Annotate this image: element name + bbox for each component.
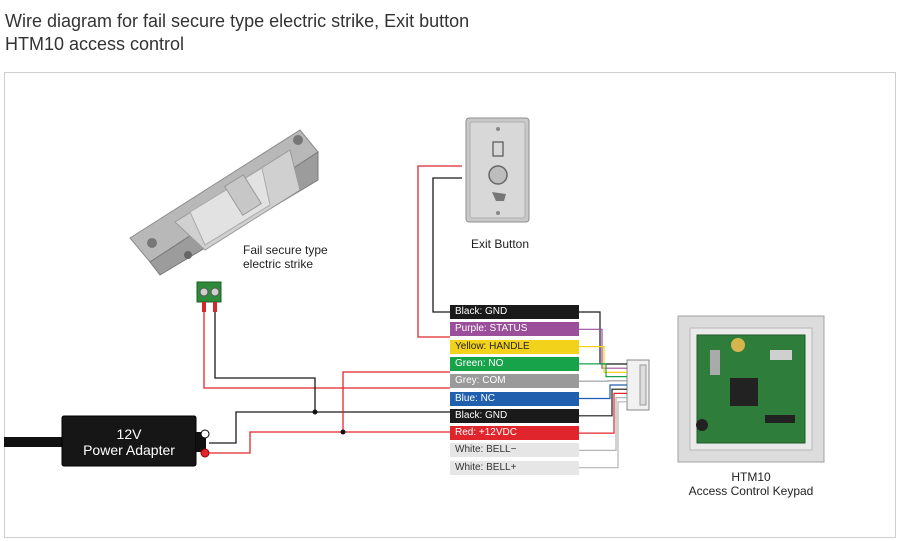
- wire-line: [579, 363, 627, 378]
- strike-label-line-1: Fail secure type: [243, 243, 328, 257]
- wire-line: [579, 397, 627, 451]
- wire-label: White: BELL+: [450, 460, 579, 475]
- adapter-label-line-2: Power Adapter: [83, 442, 175, 458]
- diagram-title: Wire diagram for fail secure type electr…: [5, 10, 469, 56]
- wire-junction-dot: [312, 409, 318, 415]
- adapter-to-com-wire: [342, 371, 450, 432]
- exit-button-wire-red: [417, 165, 462, 338]
- wire-label: Purple: STATUS: [450, 322, 579, 337]
- wire-label: Blue: NC: [450, 391, 579, 406]
- diagram-frame: [4, 72, 896, 538]
- wires-group: [203, 165, 627, 469]
- wire-label: Yellow: HANDLE: [450, 339, 579, 354]
- keypad-image: [677, 315, 825, 463]
- electric-strike-image: [129, 129, 319, 276]
- strike-label-line-2: electric strike: [243, 257, 314, 271]
- adapter-wire-red: [209, 431, 450, 454]
- wire-junction-dot: [340, 429, 346, 435]
- wire-label: Black: GND: [450, 305, 579, 319]
- strike-wire-black: [214, 312, 450, 413]
- keypad-label-line-1: HTM10: [731, 470, 771, 484]
- wire-line: [579, 328, 627, 369]
- power-adapter-image: [4, 415, 210, 467]
- wire-label: Black: GND: [450, 408, 579, 423]
- exit-button-image: [465, 117, 530, 223]
- wire-label: White: BELL−: [450, 443, 579, 458]
- title-line-1: Wire diagram for fail secure type electr…: [5, 11, 470, 31]
- wire-label: Grey: COM: [450, 374, 579, 389]
- wire-line: [579, 401, 627, 469]
- adapter-wire-black: [209, 411, 315, 444]
- wire-line: [579, 388, 627, 417]
- title-line-2: HTM10 access control: [5, 34, 185, 54]
- strike-wire-red: [203, 312, 450, 389]
- wire-label: Green: NO: [450, 356, 579, 371]
- wire-line: [579, 384, 627, 400]
- wire-line: [579, 311, 627, 365]
- adapter-label-line-1: 12V: [116, 426, 142, 442]
- exit-button-wire-black: [432, 177, 462, 313]
- wire-line: [579, 392, 627, 434]
- wire-line: [579, 346, 627, 373]
- wire-label: Red: +12VDC: [450, 426, 579, 441]
- strike-label: Fail secure type electric strike: [243, 243, 328, 271]
- exit-button-label: Exit Button: [471, 237, 530, 251]
- terminal-block: [196, 281, 222, 312]
- keypad-label: HTM10 Access Control Keypad: [665, 470, 837, 498]
- keypad-label-line-2: Access Control Keypad: [688, 484, 814, 498]
